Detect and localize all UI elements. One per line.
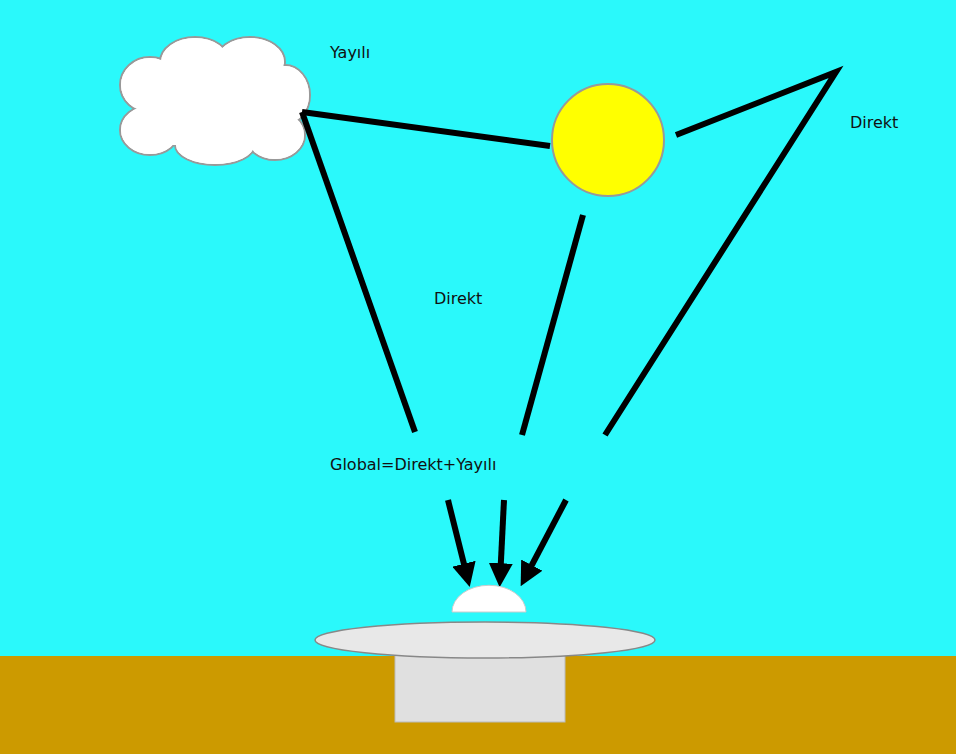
cloud	[120, 37, 310, 165]
sky-tint	[0, 0, 956, 656]
radiation-label: Direkt	[850, 113, 898, 132]
radiation-label: Global=Direkt+Yayılı	[330, 455, 496, 474]
sun	[552, 84, 664, 196]
pyranometer	[315, 585, 655, 722]
radiation-label: Direkt	[434, 289, 482, 308]
sky	[0, 0, 956, 656]
radiation-rays	[302, 72, 836, 580]
radiation-label: Yayılı	[330, 43, 370, 62]
